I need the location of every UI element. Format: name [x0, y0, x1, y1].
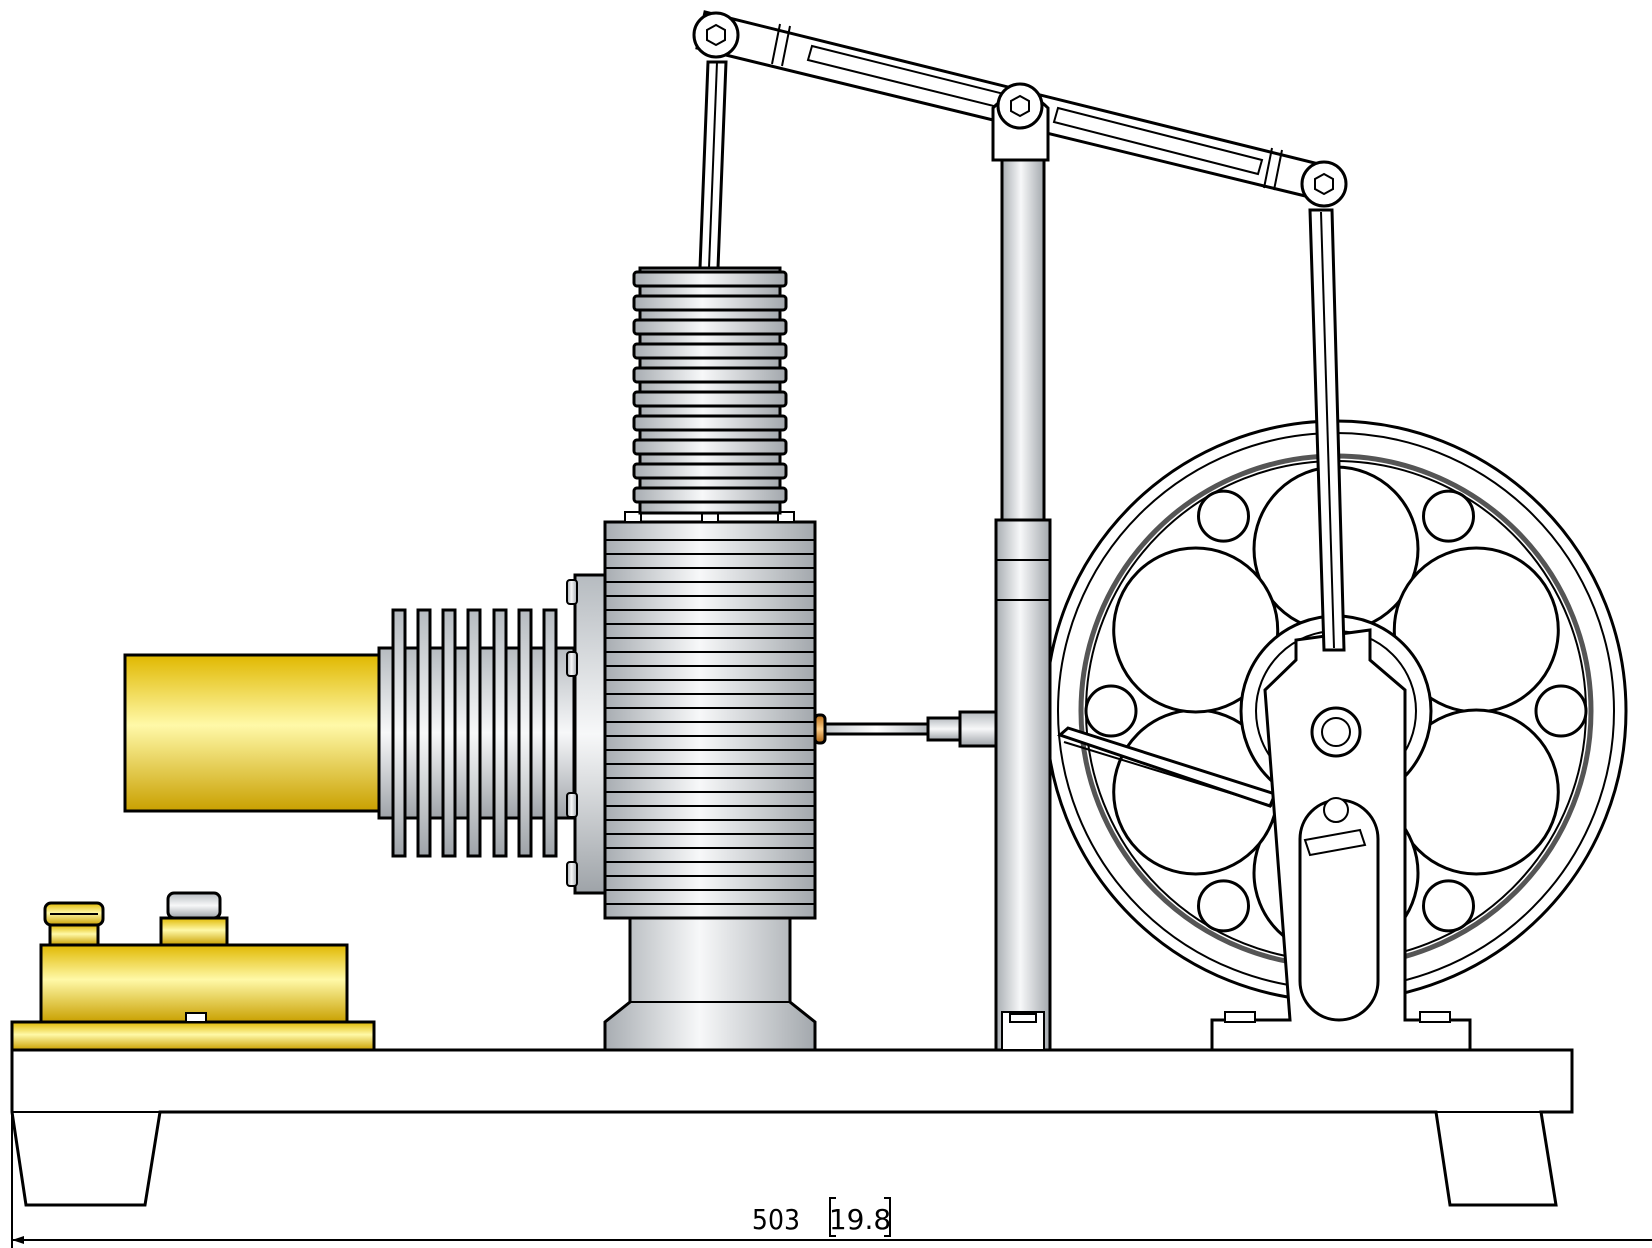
vertical-fin [632, 342, 788, 360]
bearing-stand [1210, 628, 1472, 1052]
beam-column [994, 158, 1052, 1052]
beam-pivot-right [1300, 160, 1348, 208]
engine-block [603, 511, 817, 920]
right-link-rod [1308, 208, 1346, 652]
cooling-fins-horizontal [377, 608, 576, 858]
left-link-rod [698, 60, 728, 270]
beam-pivot-center [996, 82, 1044, 130]
vertical-fin [632, 462, 788, 480]
vertical-fin [632, 390, 788, 408]
flywheel-small-hole [1084, 684, 1138, 738]
flywheel-large-hole [1112, 546, 1280, 714]
dimension-label: 503 19.8 [752, 1197, 891, 1237]
dimension-alt-value: 19.8 [829, 1203, 891, 1236]
flywheel-small-hole [1422, 879, 1475, 933]
vertical-fin [632, 414, 788, 432]
beam-pivot-left [692, 11, 740, 59]
hot-cylinder [123, 653, 381, 813]
dimension-line [11, 1108, 1652, 1248]
piston-rod [813, 710, 998, 748]
burner-wick-holder [159, 891, 229, 947]
flywheel-small-hole [1534, 684, 1588, 738]
vertical-fin [632, 486, 788, 504]
dimension-value: 503 [752, 1203, 800, 1236]
vertical-fin [632, 318, 788, 336]
base-plate [10, 1048, 1574, 1207]
cooling-fins-vertical [632, 266, 788, 515]
flywheel-small-hole [1422, 489, 1475, 543]
vertical-fin [632, 366, 788, 384]
vertical-fin [632, 270, 788, 288]
vertical-fin [632, 438, 788, 456]
vertical-fin [632, 294, 788, 312]
alcohol-burner [10, 891, 376, 1052]
burner-cap [43, 901, 105, 947]
flywheel-small-hole [1197, 879, 1250, 933]
flywheel-small-hole [1197, 489, 1250, 543]
block-pedestal [603, 916, 817, 1052]
